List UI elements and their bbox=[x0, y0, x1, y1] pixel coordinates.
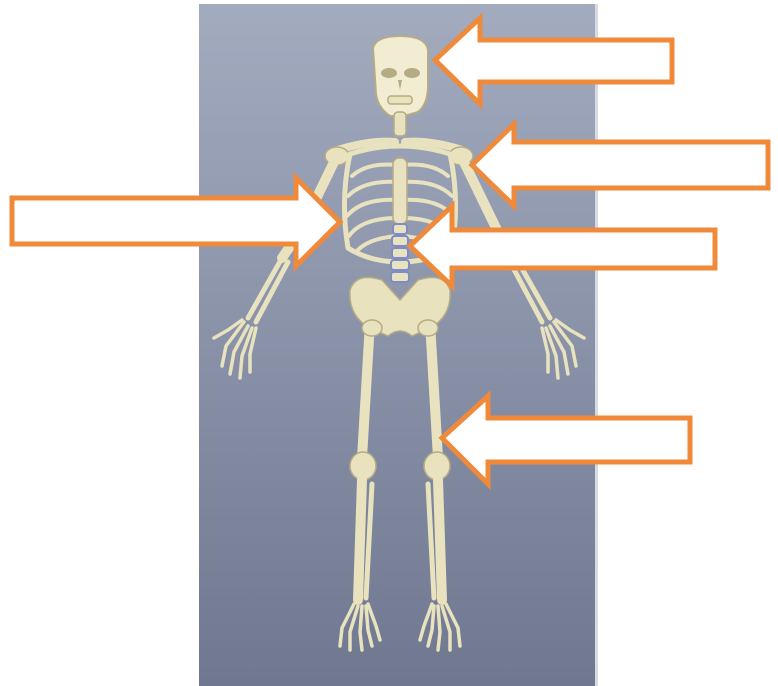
sternum bbox=[393, 158, 407, 224]
femoral-head-left bbox=[362, 320, 382, 336]
cervical-spine bbox=[394, 112, 406, 136]
viewport-panel-edge bbox=[595, 4, 598, 686]
arrow-shoulder bbox=[472, 124, 768, 206]
skull bbox=[373, 36, 428, 116]
femoral-head-right bbox=[418, 320, 438, 336]
tibia-right bbox=[438, 480, 442, 600]
spine bbox=[391, 224, 409, 282]
tibia-left bbox=[358, 480, 362, 600]
